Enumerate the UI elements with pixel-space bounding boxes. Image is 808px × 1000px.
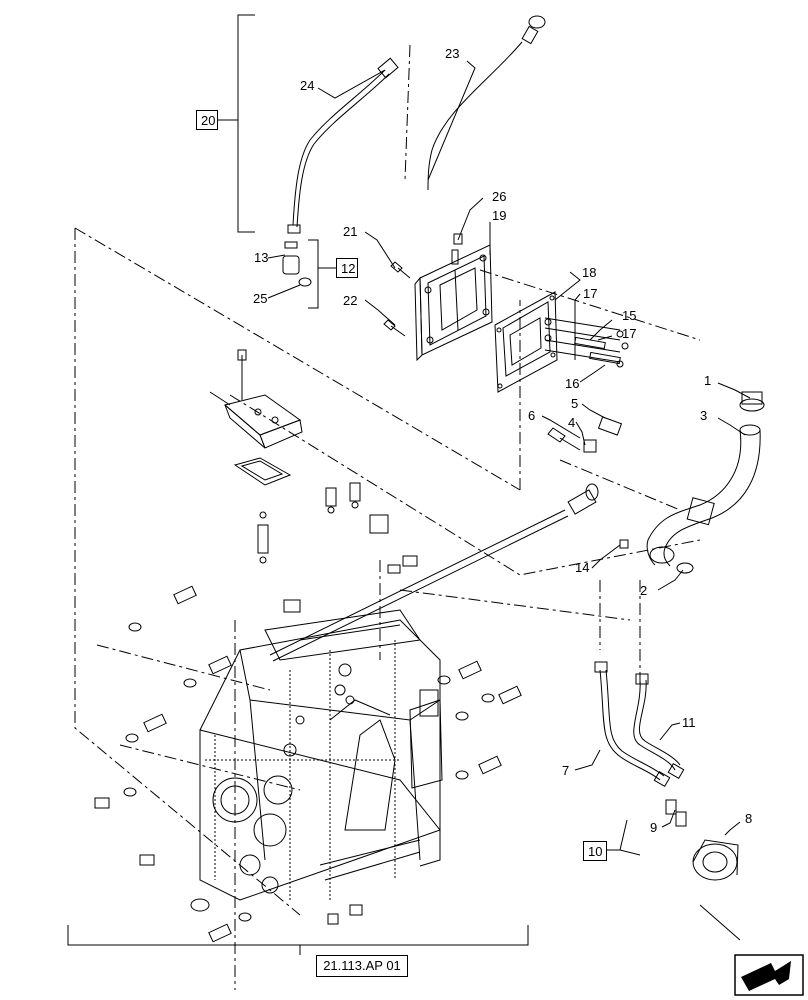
callout-25[interactable]: 25 [253,291,267,306]
callout-6[interactable]: 6 [528,408,535,423]
callout-18[interactable]: 18 [582,265,596,280]
cover-plate-19 [414,244,493,362]
callout-15[interactable]: 15 [622,308,636,323]
callout-24[interactable]: 24 [300,78,314,93]
flange-8 [665,799,739,881]
valve-body [209,349,303,486]
callout-26[interactable]: 26 [492,189,506,204]
callout-17-upper[interactable]: 17 [583,286,597,301]
callout-9[interactable]: 9 [650,820,657,835]
group-ref-20[interactable]: 20 [196,110,218,130]
phantom-lines [74,44,701,990]
group-brackets [67,14,641,955]
callout-14[interactable]: 14 [575,560,589,575]
filler-tube-3 [646,391,765,574]
callout-23[interactable]: 23 [445,46,459,61]
pins-15-16-17 [544,317,629,368]
breather-hose [269,483,599,662]
callout-7[interactable]: 7 [562,763,569,778]
group-ref-10[interactable]: 10 [583,841,607,861]
housing-hidden-edges [205,640,400,900]
callout-4[interactable]: 4 [568,415,575,430]
callout-3[interactable]: 3 [700,408,707,423]
side-bolts [94,585,522,943]
screws-21-22-26 [383,233,463,337]
fittings-4-5-6 [547,416,623,453]
callout-16[interactable]: 16 [565,376,579,391]
callout-17-lower[interactable]: 17 [622,326,636,341]
group-ref-12[interactable]: 12 [336,258,358,278]
next-page-arrow-icon[interactable] [734,954,804,996]
callout-22[interactable]: 22 [343,293,357,308]
callout-5[interactable]: 5 [571,396,578,411]
gasket-18 [494,291,558,393]
callout-21[interactable]: 21 [343,224,357,239]
callout-11[interactable]: 11 [682,715,696,730]
studs-and-plugs [257,482,418,613]
transmission-housing [199,609,443,901]
dipstick-tube-24 [287,57,399,234]
callout-1[interactable]: 1 [704,373,711,388]
callout-13[interactable]: 13 [254,250,268,265]
breather-13-25 [282,241,312,287]
callout-labels: 1 2 3 4 5 6 7 8 9 11 13 14 15 16 17 17 1… [253,46,752,835]
callout-2[interactable]: 2 [640,583,647,598]
bolt-14 [619,539,629,549]
callout-8[interactable]: 8 [745,811,752,826]
leader-lines [267,60,751,941]
lines-7-11 [594,661,685,788]
cross-reference-link[interactable]: 21.113.AP 01 [316,955,408,977]
callout-19[interactable]: 19 [492,208,506,223]
dipstick-23 [427,15,546,191]
